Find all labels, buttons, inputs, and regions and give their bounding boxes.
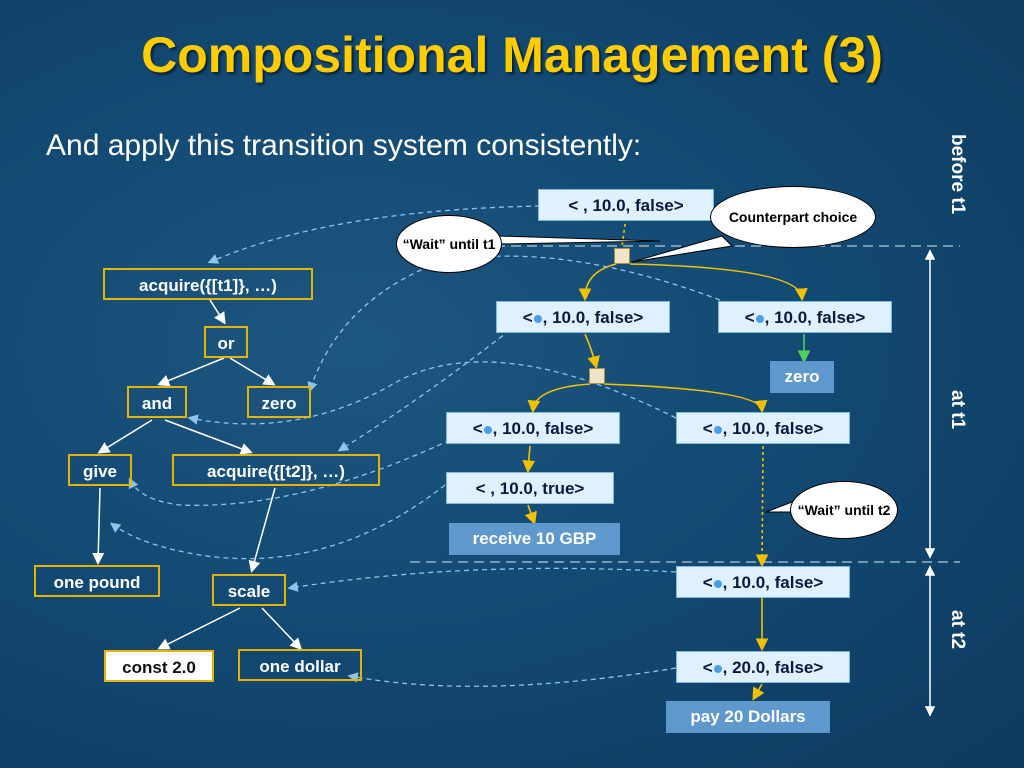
state-text: , 10.0, false> [722,573,824,592]
dot-icon [713,425,722,434]
state-text: , 10.0, false> [722,419,824,438]
node-and: and [127,386,187,418]
node-acquire-t2: acquire({[t2]}, …) [172,454,380,486]
state-prefix: < [744,308,755,327]
time-label-at-t1: at t1 [947,390,968,430]
node-scale: scale [212,574,286,606]
bubble-counterpart: Counterpart choice [710,186,876,248]
state-t2: < , 10.0, false> [676,566,850,598]
slide-subtitle: And apply this transition system consist… [46,129,642,162]
outcome-receive: receive 10 GBP [449,523,620,555]
state-given: < , 10.0, true> [446,472,614,504]
outcome-pay: pay 20 Dollars [666,701,830,733]
dot-icon [713,579,722,588]
dot-icon [533,314,542,323]
bubble-wait-t1: “Wait” until t1 [396,215,502,273]
state-and-left: < , 10.0, false> [446,412,620,444]
state-text: , 20.0, false> [722,658,824,677]
node-or: or [204,326,248,358]
node-one-dollar: one dollar [238,649,362,681]
outcome-zero: zero [770,361,834,393]
dot-icon [713,664,722,673]
state-prefix: < [472,419,483,438]
node-zero: zero [247,386,311,418]
state-text: , 10.0, false> [492,419,594,438]
slide-title: Compositional Management (3) [141,27,883,83]
state-scaled: < , 20.0, false> [676,651,850,683]
state-text: , 10.0, false> [764,308,866,327]
state-prefix: < [702,573,713,592]
state-initial: < , 10.0, false> [538,189,714,221]
node-const: const 2.0 [104,650,214,682]
state-t1-left: < , 10.0, false> [496,301,670,333]
time-label-at-t2: at t2 [947,610,968,650]
state-and-right: < , 10.0, false> [676,412,850,444]
state-prefix: < [702,658,713,677]
node-acquire-t1: acquire({[t1]}, …) [103,268,313,300]
state-text: , 10.0, false> [542,308,644,327]
state-t1-right: < , 10.0, false> [718,301,892,333]
dot-icon [483,425,492,434]
node-give: give [68,454,132,486]
time-label-before-t1: before t1 [947,134,968,215]
choice-square-icon [614,248,630,264]
bubble-wait-t2: “Wait” until t2 [790,481,898,539]
tree-edges [92,299,303,651]
node-one-pound: one pound [34,565,160,597]
choice-square-icon [589,368,605,384]
dot-icon [755,314,764,323]
state-transitions [522,217,808,701]
state-prefix: < [702,419,713,438]
state-prefix: < [522,308,533,327]
